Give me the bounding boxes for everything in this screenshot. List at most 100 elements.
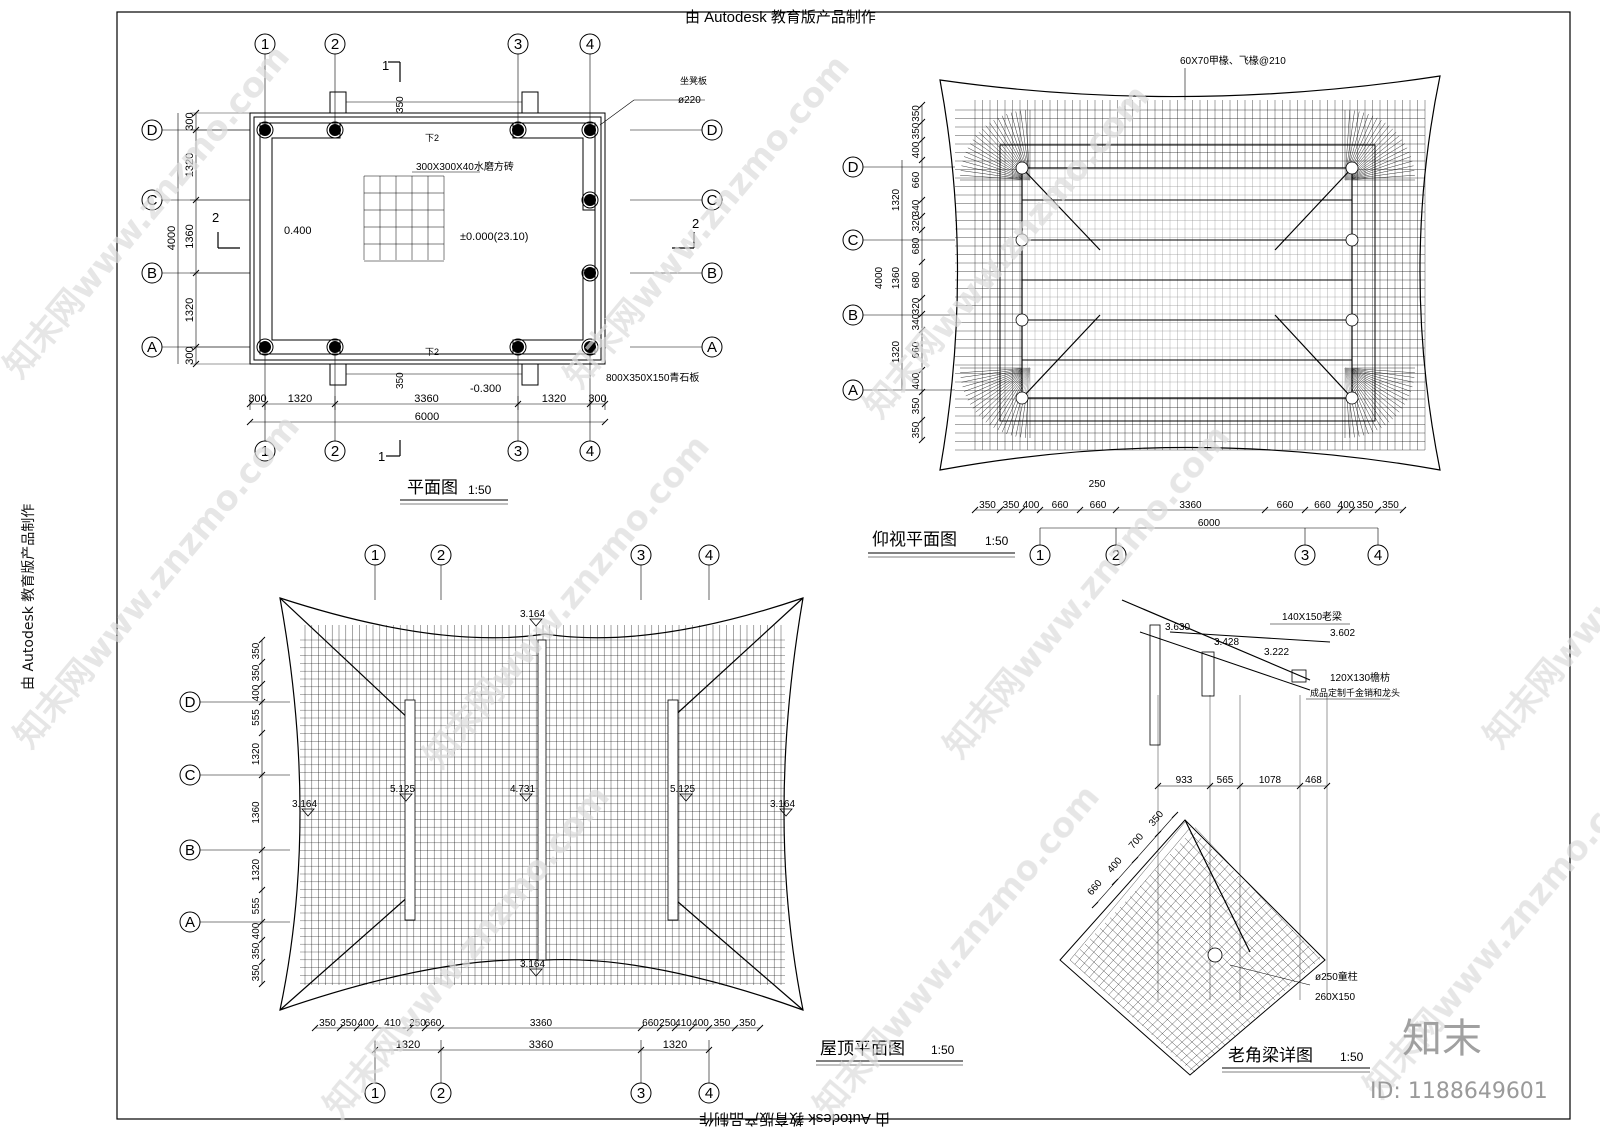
dim-tick bbox=[336, 1024, 344, 1032]
column-base bbox=[581, 264, 599, 282]
corner-rafter bbox=[1127, 886, 1250, 1013]
corner-rafter bbox=[1132, 892, 1256, 1018]
ceil-dim-left: 400 bbox=[911, 372, 922, 389]
dim-tick bbox=[258, 958, 266, 966]
dim-tick bbox=[918, 366, 926, 374]
dim-tick bbox=[371, 1046, 379, 1054]
ceil-dim-left: 400 bbox=[911, 141, 922, 158]
ceil-dim-left: 660 bbox=[911, 171, 922, 188]
fan-rafter bbox=[962, 160, 1031, 181]
section-2-label: 2 bbox=[212, 210, 219, 225]
grid-bubble-2-top: 2 bbox=[331, 36, 339, 53]
dim-tick bbox=[1036, 506, 1044, 514]
note-column: ø220 bbox=[678, 95, 701, 106]
roof-level: 3.164 bbox=[770, 799, 795, 810]
dim-tick bbox=[258, 846, 266, 854]
fan-rafter bbox=[960, 367, 1031, 378]
dim-col: 300 bbox=[248, 393, 266, 405]
dim-step: 350 bbox=[395, 372, 406, 389]
dim-tick bbox=[258, 698, 266, 706]
corner-rafter bbox=[1146, 908, 1272, 1031]
beam-dim: 933 bbox=[1176, 775, 1193, 786]
column-base bbox=[326, 338, 344, 356]
ceil-grid-bubble-D: D bbox=[848, 159, 859, 176]
dim-tick bbox=[1091, 901, 1099, 909]
fan-rafter bbox=[1344, 170, 1415, 181]
column bbox=[584, 194, 596, 206]
ceil-grid-bubble-B: B bbox=[848, 307, 858, 324]
level-marker bbox=[519, 793, 533, 802]
column-base bbox=[509, 338, 527, 356]
dim-tick bbox=[258, 886, 266, 894]
dim-tick bbox=[705, 1024, 713, 1032]
column bbox=[512, 124, 524, 136]
hip-ridge bbox=[669, 894, 804, 1011]
corner-rafter bbox=[1169, 853, 1296, 983]
dim-tick bbox=[1374, 506, 1382, 514]
fan-rafter bbox=[960, 175, 1031, 181]
dim-tick bbox=[656, 1024, 664, 1032]
roof-dim: 250 bbox=[659, 1018, 676, 1029]
corner-rafter bbox=[1114, 912, 1241, 1032]
grid-bubble-4-bottom: 4 bbox=[586, 443, 594, 460]
dim-tick bbox=[637, 1046, 645, 1054]
ceiling-scale: 1:50 bbox=[985, 534, 1009, 548]
ceil-dim: 400 bbox=[1023, 500, 1040, 511]
roof-grid-bubble-2-top: 2 bbox=[437, 547, 445, 564]
ceil-grid-bubble-C: C bbox=[848, 232, 859, 249]
ceil-grid-bubble-1: 1 bbox=[1036, 547, 1044, 564]
dim-tick bbox=[258, 771, 266, 779]
corner-rafter bbox=[1151, 913, 1277, 1035]
dim-tick bbox=[918, 136, 926, 144]
roof-grid-bubble-A: A bbox=[185, 914, 195, 931]
ceil-grid-bubble-3: 3 bbox=[1301, 547, 1309, 564]
fan-rafter bbox=[1344, 147, 1408, 181]
column-base bbox=[581, 191, 599, 209]
plan-title: 平面图 1:50 bbox=[400, 478, 508, 505]
grid-bubble-3-bottom: 3 bbox=[514, 443, 522, 460]
fan-rafter bbox=[963, 156, 1031, 181]
footer-stamp: 由 Autodesk 教育版产品制作 bbox=[699, 1110, 890, 1127]
corner-beam bbox=[1274, 314, 1353, 399]
corner-rafter bbox=[1189, 832, 1316, 965]
dim-tick bbox=[1111, 878, 1119, 886]
roof-grid-bubble-C: C bbox=[185, 767, 196, 784]
corner-plan-outline bbox=[1059, 819, 1326, 1076]
roof-dim: 350 bbox=[714, 1018, 731, 1029]
ridge-beam bbox=[667, 699, 679, 921]
fan-rafter bbox=[967, 367, 1031, 401]
column bbox=[1345, 391, 1359, 405]
dim-tick bbox=[918, 416, 926, 424]
corner-rafter bbox=[1119, 906, 1246, 1028]
roof-dim-left: 555 bbox=[251, 897, 262, 914]
roof-dim: 660 bbox=[425, 1018, 442, 1029]
note-tile: 300X300X40水磨方砖 bbox=[416, 160, 514, 173]
grid-bubble-C-left: C bbox=[147, 192, 158, 209]
corner-rafter bbox=[1189, 956, 1321, 1071]
dim-tick bbox=[1112, 506, 1120, 514]
roof-dim: 410 bbox=[675, 1018, 692, 1029]
column bbox=[1015, 313, 1029, 327]
note-level-2: -0.300 bbox=[470, 383, 501, 395]
ceil-dim-extra: 250 bbox=[1089, 479, 1106, 490]
hip-ridge bbox=[669, 597, 804, 721]
corner-rafter bbox=[1103, 859, 1223, 991]
ceil-dim-left: 350 bbox=[911, 105, 922, 122]
roof-scale: 1:50 bbox=[931, 1043, 955, 1057]
dim-col: 3360 bbox=[414, 393, 438, 405]
level-marker bbox=[301, 808, 315, 817]
roof-dim-left: 350 bbox=[251, 942, 262, 959]
roof-grid-bubble-3-top: 3 bbox=[637, 547, 645, 564]
level-marker bbox=[779, 808, 793, 817]
dim-tick bbox=[1076, 506, 1084, 514]
dim-tick bbox=[731, 1024, 739, 1032]
column bbox=[584, 341, 596, 353]
rafter-line bbox=[1121, 599, 1311, 681]
corner-rafter bbox=[1117, 875, 1240, 1005]
fan-rafter bbox=[963, 367, 1031, 392]
column bbox=[1345, 233, 1359, 247]
roof-dim: 400 bbox=[692, 1018, 709, 1029]
roof-dim-group: 3360 bbox=[529, 1039, 553, 1051]
fan-rafter bbox=[1344, 367, 1414, 383]
